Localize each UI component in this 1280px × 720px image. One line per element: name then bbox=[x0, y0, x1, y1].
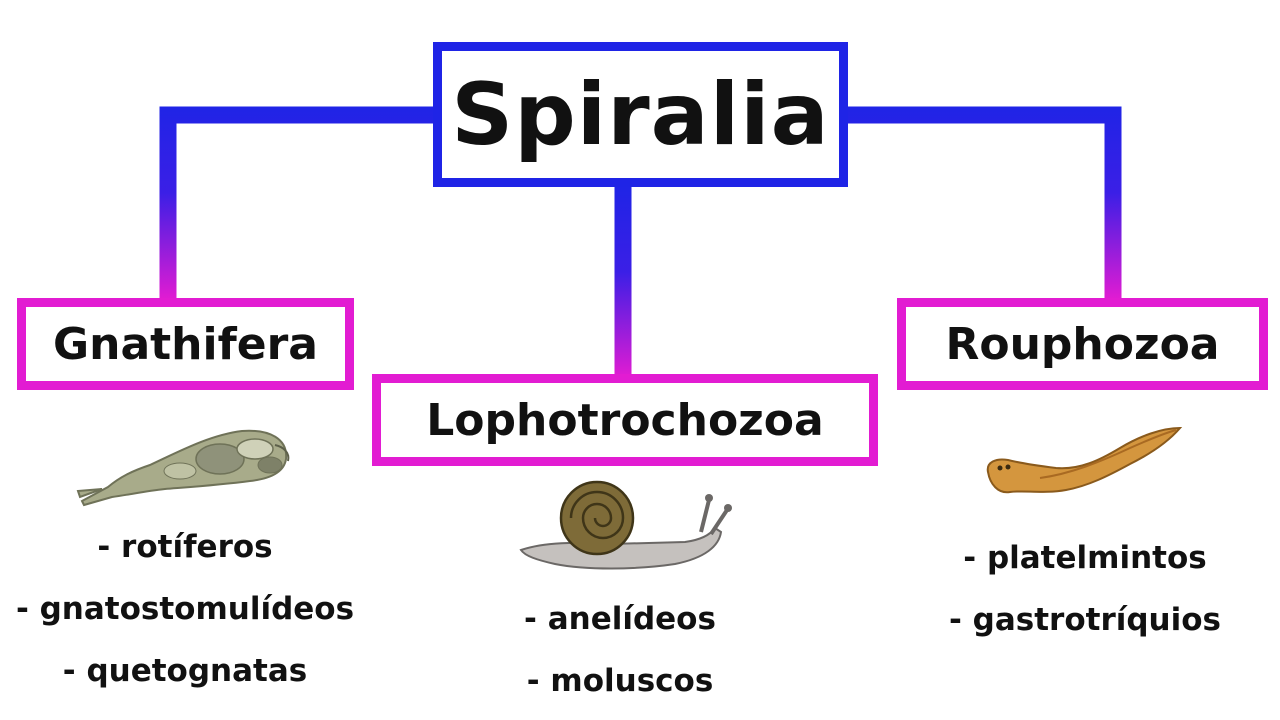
rouphozoa-member-list: - platelmintos - gastrotríquios bbox=[925, 527, 1245, 651]
node-lophotrochozoa-label: Lophotrochozoa bbox=[426, 394, 824, 446]
node-rouphozoa: Rouphozoa bbox=[897, 298, 1268, 390]
root-node-spiralia: Spiralia bbox=[433, 42, 848, 187]
list-item: - gastrotríquios bbox=[949, 602, 1221, 638]
list-item: - platelmintos bbox=[963, 540, 1207, 576]
list-item: - quetognatas bbox=[62, 653, 308, 689]
flatworm-icon bbox=[986, 426, 1183, 494]
connector-left bbox=[159, 106, 438, 302]
node-gnathifera: Gnathifera bbox=[17, 298, 354, 390]
node-gnathifera-label: Gnathifera bbox=[53, 318, 318, 370]
node-rouphozoa-label: Rouphozoa bbox=[945, 318, 1220, 370]
root-node-label: Spiralia bbox=[451, 64, 830, 165]
connector-right bbox=[842, 106, 1122, 302]
rotifer-icon bbox=[76, 429, 290, 507]
list-item: - moluscos bbox=[526, 663, 714, 699]
lophotrochozoa-member-list: - anelídeos - moluscos bbox=[470, 588, 770, 712]
snail-icon bbox=[519, 480, 732, 570]
node-lophotrochozoa: Lophotrochozoa bbox=[372, 374, 878, 466]
list-item: - gnatostomulídeos bbox=[15, 591, 355, 627]
gnathifera-member-list: - rotíferos - gnatostomulídeos - quetogn… bbox=[0, 516, 370, 702]
list-item: - rotíferos bbox=[97, 529, 273, 565]
list-item: - anelídeos bbox=[524, 601, 716, 637]
